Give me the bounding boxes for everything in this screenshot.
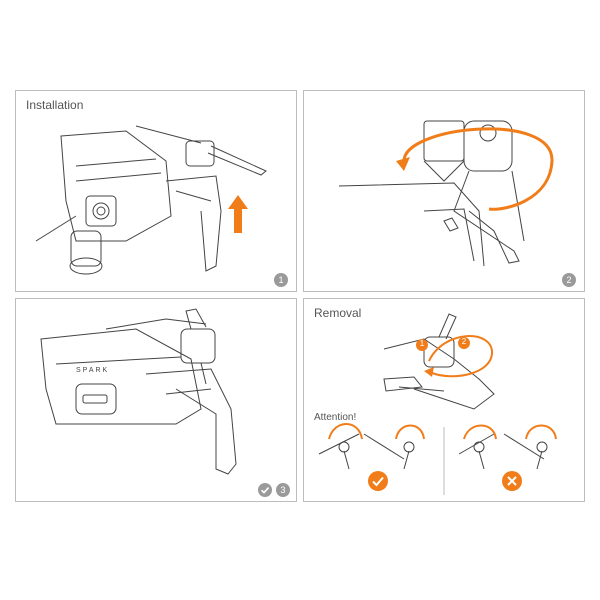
attention-label: Attention! bbox=[314, 412, 357, 423]
step-badge-2: 2 bbox=[562, 273, 576, 287]
installation-title: Installation bbox=[26, 98, 84, 112]
attention-arrows bbox=[328, 423, 557, 440]
removal-illustration bbox=[383, 313, 495, 410]
step-badge-3: 3 bbox=[276, 483, 290, 497]
attention-illustration bbox=[318, 427, 548, 495]
attached-illustration bbox=[40, 308, 237, 475]
removal-step-2: 2 bbox=[461, 337, 467, 346]
check-icon bbox=[258, 483, 272, 497]
drone-brand-text: SPARK bbox=[76, 367, 110, 374]
push-up-arrow bbox=[228, 195, 248, 233]
step-badge-1: 1 bbox=[274, 273, 288, 287]
removal-title: Removal bbox=[314, 306, 362, 320]
correct-check-icon bbox=[368, 471, 388, 491]
installation-panel: Installation 1 bbox=[15, 90, 297, 292]
installation-illustration bbox=[35, 125, 267, 275]
attached-panel: SPARK 3 bbox=[15, 298, 297, 502]
rotate-panel: 2 bbox=[303, 90, 585, 292]
removal-panel: Removal 1 2 Attention! bbox=[303, 298, 585, 502]
rotate-arrow bbox=[396, 127, 554, 211]
removal-arrows bbox=[416, 335, 494, 378]
removal-step-1: 1 bbox=[419, 339, 425, 348]
incorrect-x-icon bbox=[502, 471, 522, 491]
